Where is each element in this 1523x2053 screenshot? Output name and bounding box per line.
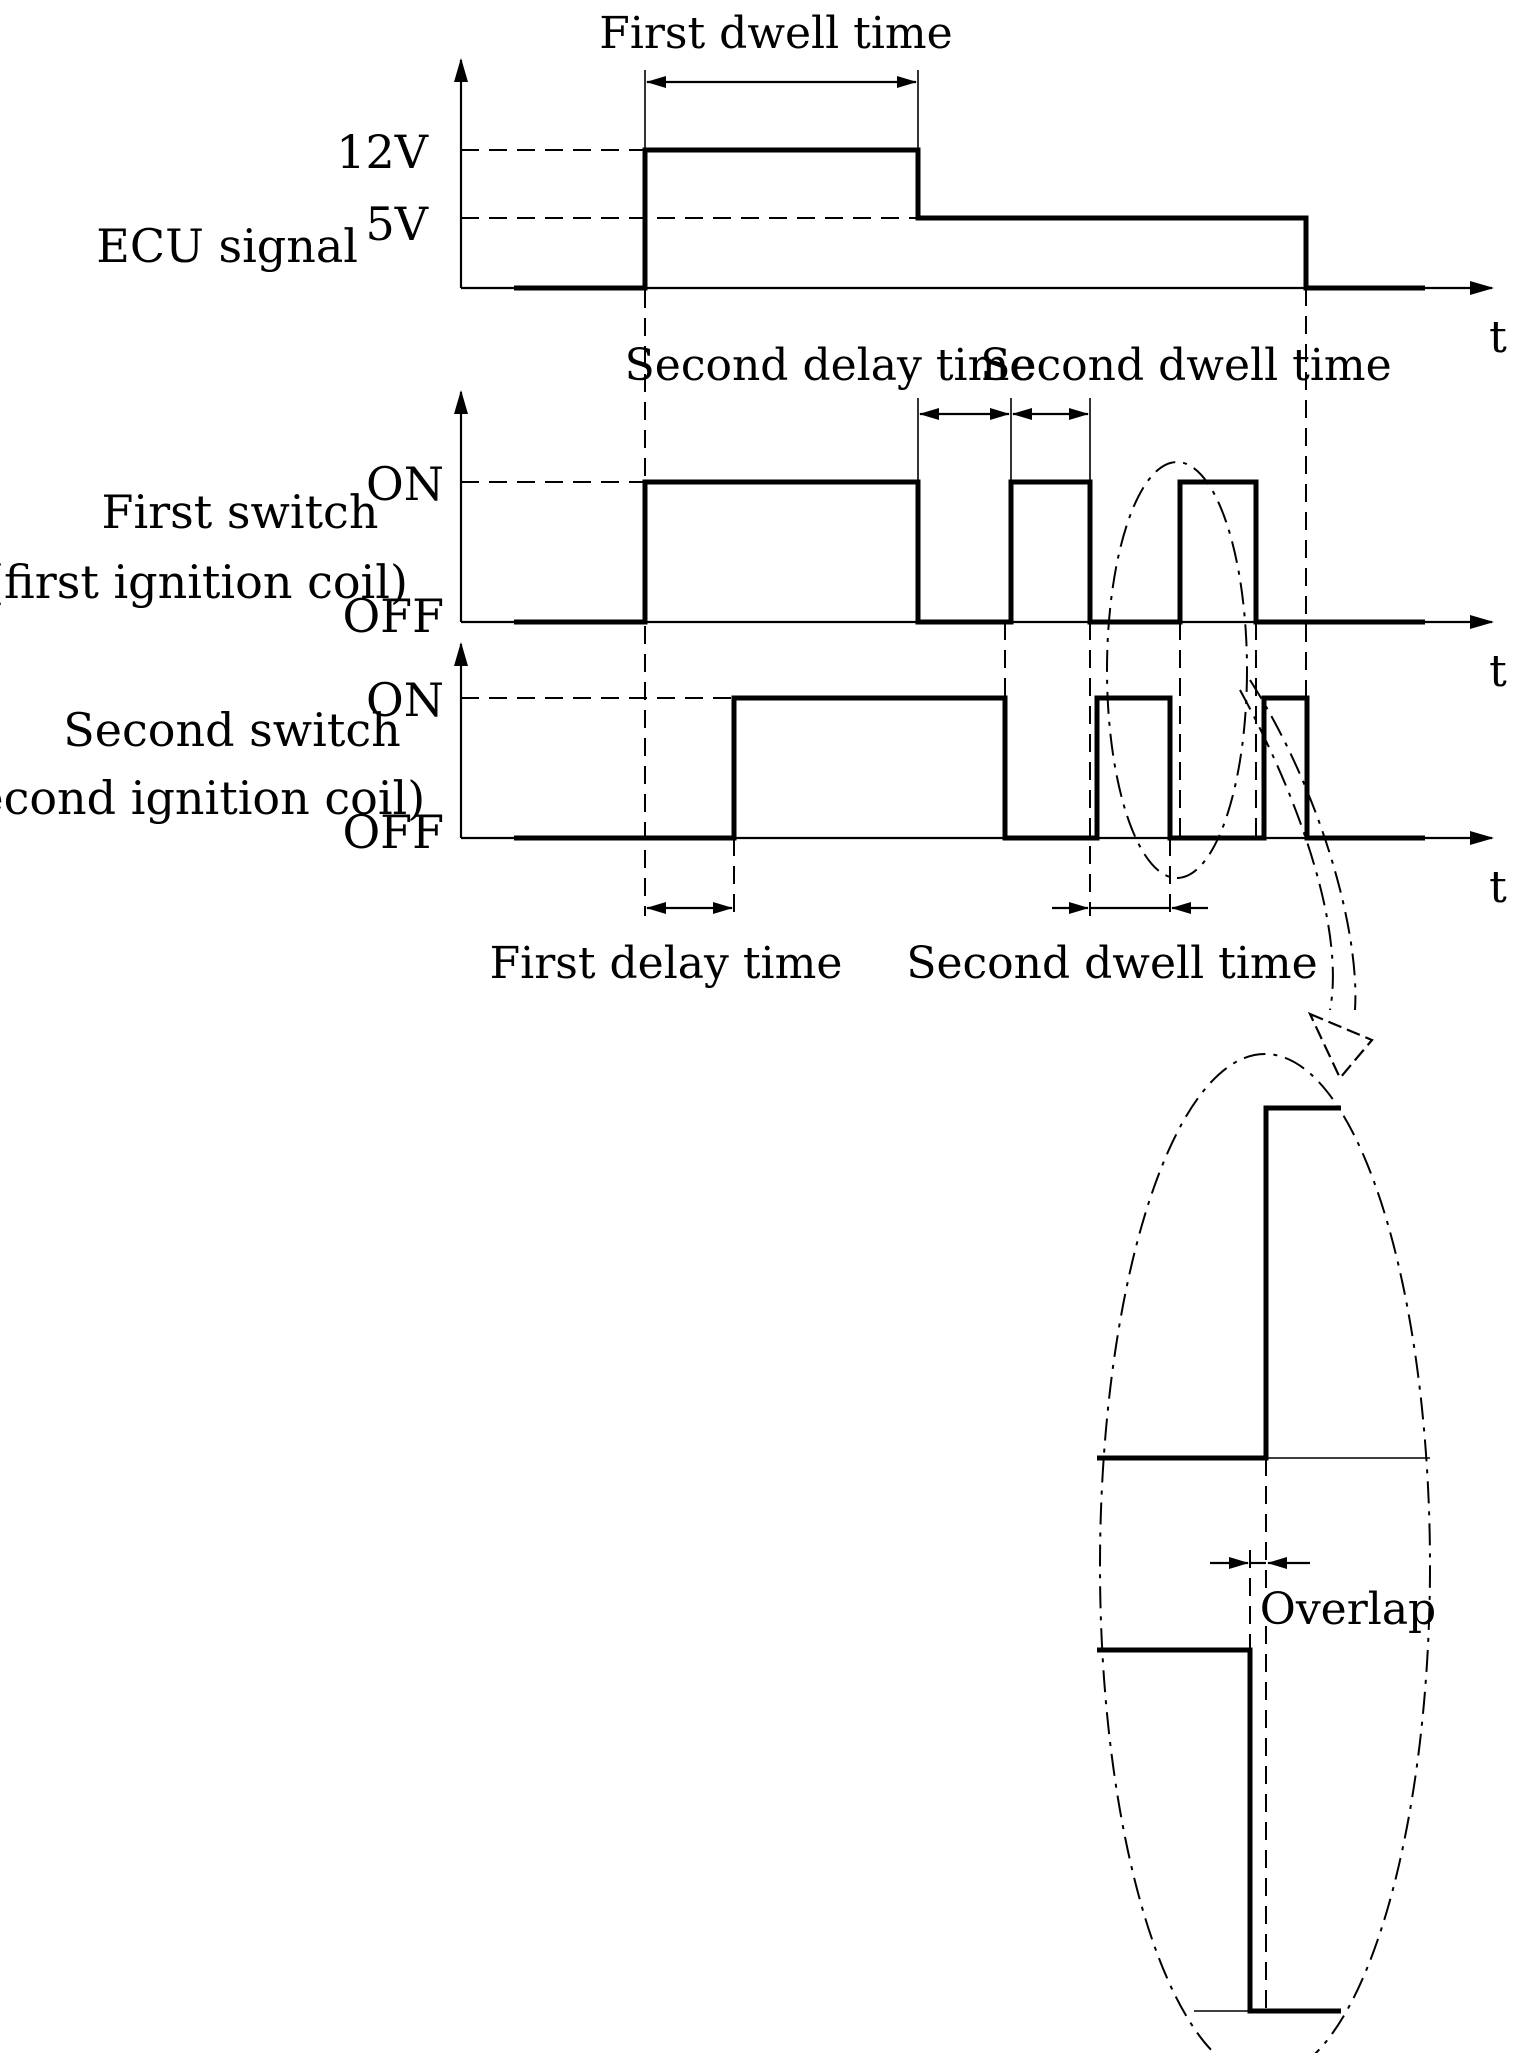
sw1-y-arrow-icon <box>454 390 468 414</box>
overlap-label: Overlap <box>1260 1584 1436 1635</box>
sw2-waveform <box>514 695 1425 841</box>
first-dwell-dimension: First dwell time <box>599 8 953 150</box>
second-delay-dimension: Second delay time Second dwell time <box>625 340 1392 482</box>
callout-line-left <box>1239 689 1334 1011</box>
second-dwell-top-label: Second dwell time <box>980 340 1391 391</box>
ecu-12v-label: 12V <box>336 125 429 179</box>
sw1-on-label: ON <box>366 457 444 511</box>
sw1-off-label: OFF <box>342 589 444 643</box>
sw1-name-label: First switch <box>102 485 379 539</box>
ecu-signal-label: ECU signal <box>96 219 358 273</box>
detail-ellipse-large <box>1099 1053 1431 2053</box>
zoom-lower-waveform <box>1097 1647 1341 2014</box>
sw1-t-label: t <box>1489 646 1507 697</box>
ecu-5v-label: 5V <box>366 197 429 251</box>
callout-line-right <box>1249 679 1357 1011</box>
sw2-coil-label: (second ignition coil) <box>0 771 425 825</box>
sw2-time-arrow-icon <box>1470 831 1494 845</box>
sw1-coil-label: (first ignition coil) <box>0 555 408 609</box>
zoom-detail: Overlap <box>1097 1053 1436 2053</box>
second-dwell-bottom-label: Second dwell time <box>906 938 1317 989</box>
reference-lines <box>644 150 1307 916</box>
sw2-on-label: ON <box>366 673 444 727</box>
detail-callout <box>1106 461 1374 1081</box>
sw1-waveform <box>514 479 1425 625</box>
sw1-time-arrow-icon <box>1470 615 1494 629</box>
callout-arrow-icon <box>1307 1011 1374 1081</box>
sw2-name-label: Second switch <box>63 703 400 757</box>
zoom-upper-waveform <box>1097 1105 1341 1461</box>
sw2-t-label: t <box>1489 862 1507 913</box>
second-delay-label: Second delay time <box>625 340 1036 391</box>
bottom-dimensions: First delay time Second dwell time <box>490 902 1318 989</box>
ecu-time-arrow-icon <box>1470 281 1494 295</box>
ecu-y-arrow-icon <box>454 58 468 82</box>
ecu-waveform <box>514 147 1425 291</box>
ecu-t-label: t <box>1489 312 1507 363</box>
sw2-off-label: OFF <box>342 805 444 859</box>
detail-ellipse-small <box>1106 461 1248 879</box>
sw2-y-arrow-icon <box>454 642 468 666</box>
ecu-signal-panel: 12V 5V ECU signal t <box>96 58 1507 363</box>
first-switch-panel: ON OFF First switch (first ignition coil… <box>0 390 1507 697</box>
second-switch-panel: ON OFF Second switch (second ignition co… <box>0 642 1507 913</box>
first-delay-label: First delay time <box>490 938 843 989</box>
first-dwell-label: First dwell time <box>599 8 952 59</box>
